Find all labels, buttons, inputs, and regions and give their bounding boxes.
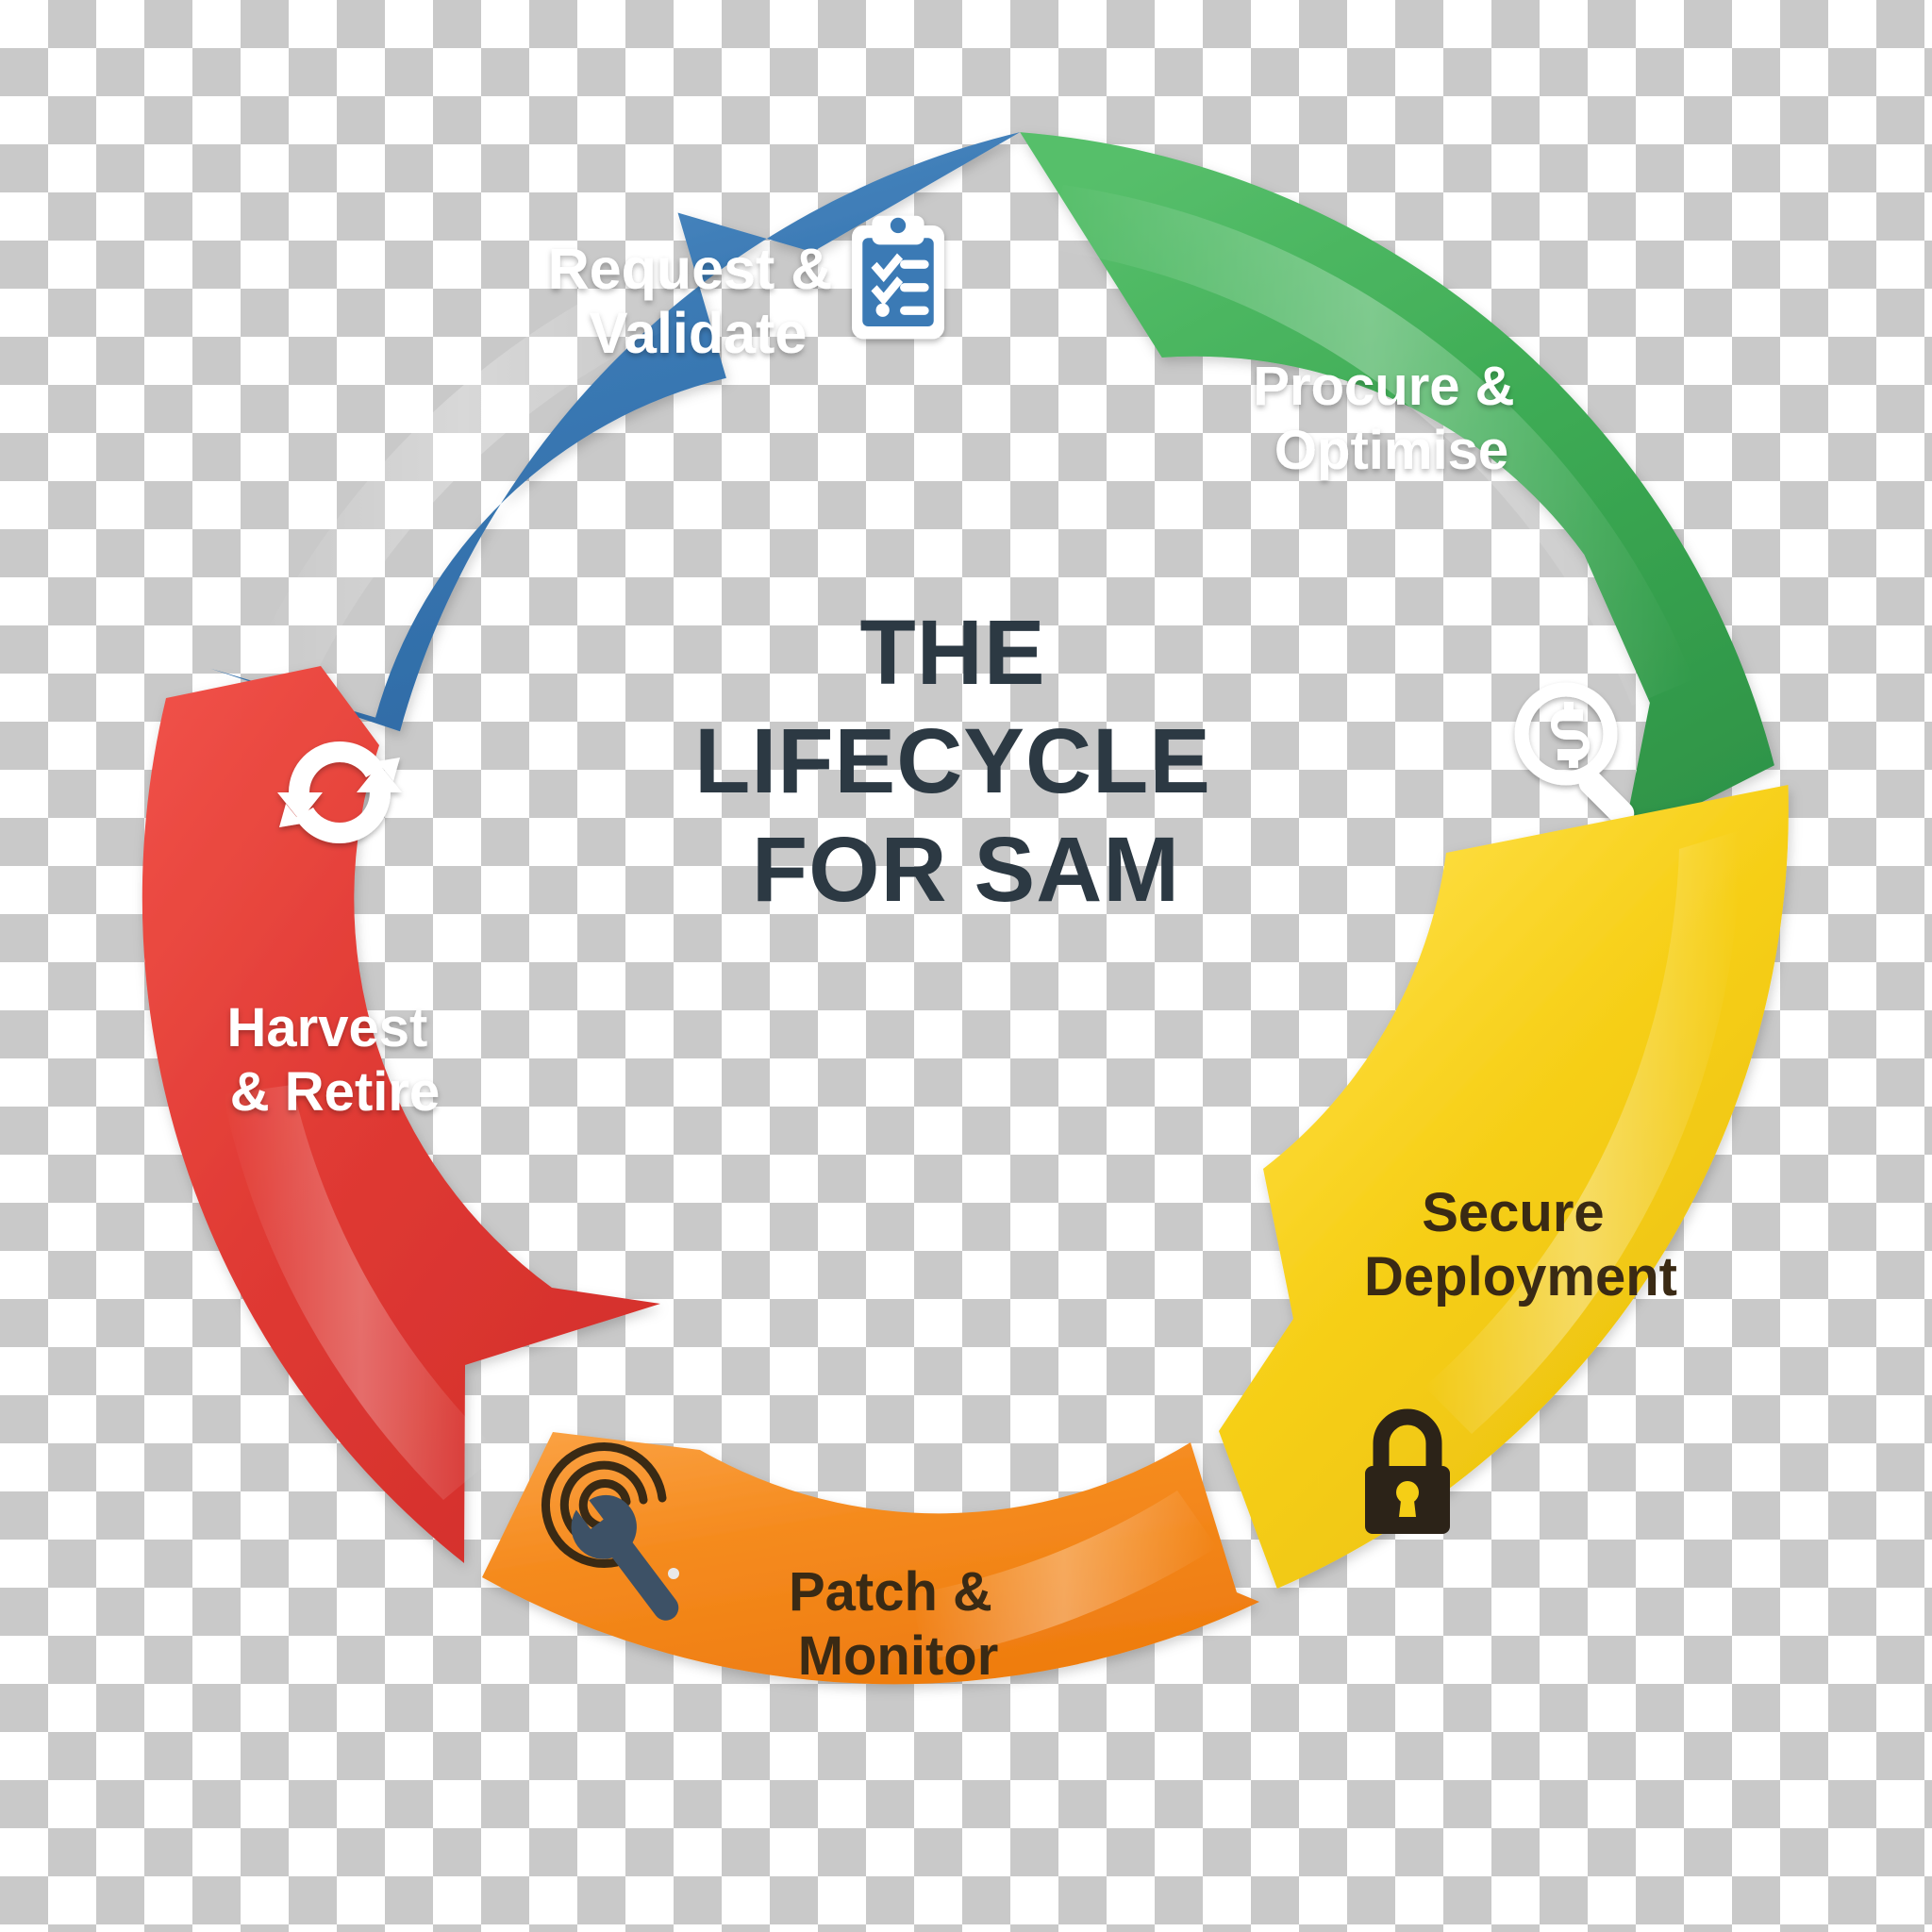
segment-secure-deployment-sheen: [1424, 830, 1741, 1434]
segment-harvest-retire-sheen: [223, 1085, 500, 1500]
segment-secure-deployment-label: Secure Deployment: [1364, 1182, 1677, 1307]
segment-patch-monitor-label: Patch & Monitor: [789, 1561, 1008, 1687]
segment-harvest-retire-label: Harvest & Retire: [227, 997, 443, 1123]
magnifier-dollar-icon: [1514, 682, 1635, 826]
padlock-icon: [1365, 1408, 1450, 1534]
segment-request-validate-sheen: [252, 266, 675, 689]
segment-harvest-retire[interactable]: Harvest & Retire: [142, 666, 660, 1563]
radar-wrench-icon: [541, 1442, 679, 1621]
svg-text:THE LIFECYCLE: THE LIFECYCLE FOR SAM: [694, 601, 1238, 921]
segment-procure-optimise-sheen: [1047, 185, 1693, 706]
title-line-1: THE: [860, 601, 1046, 704]
recycle-arrows-icon: [277, 741, 402, 844]
center-title: THE LIFECYCLE FOR SAM: [694, 601, 1238, 921]
clipboard-checklist-icon: [852, 215, 944, 340]
segment-secure-deployment[interactable]: Secure Deployment: [1219, 785, 1789, 1589]
segment-request-validate[interactable]: Request & Validate: [210, 132, 1021, 732]
title-line-2: LIFECYCLE: [694, 709, 1211, 812]
segment-procure-optimise[interactable]: Procure & Optimise: [1020, 132, 1774, 843]
segment-procure-optimise-shape[interactable]: [1020, 132, 1774, 843]
segment-patch-monitor-sheen: [911, 1491, 1217, 1660]
segment-secure-deployment-shape[interactable]: [1219, 785, 1789, 1589]
segment-patch-monitor[interactable]: Patch & Monitor: [482, 1432, 1259, 1687]
segment-procure-optimise-label: Procure & Optimise: [1253, 356, 1529, 481]
title-line-3: FOR SAM: [752, 818, 1180, 921]
segment-harvest-retire-shape[interactable]: [142, 666, 660, 1563]
segment-request-validate-label: Request & Validate: [548, 237, 849, 365]
